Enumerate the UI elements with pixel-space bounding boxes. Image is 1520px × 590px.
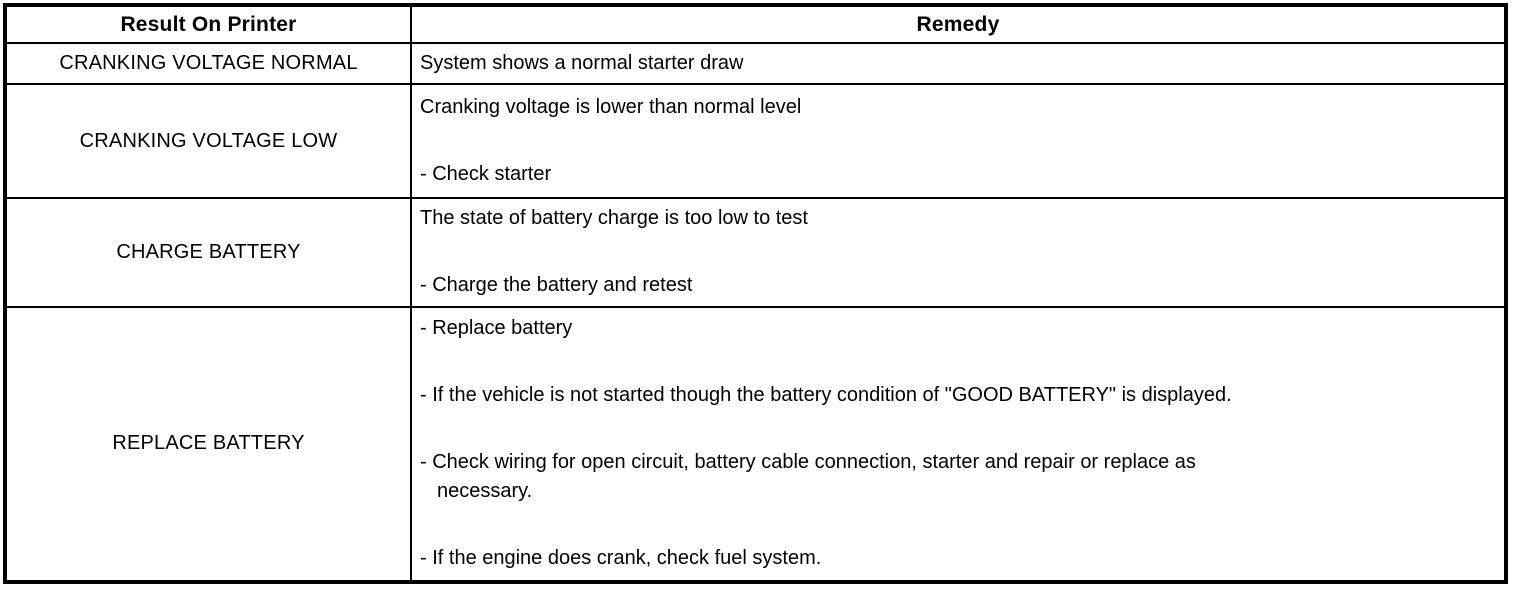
remedy-paragraph: - Replace battery [420, 314, 1494, 343]
table-row: CRANKING VOLTAGE LOW Cranking voltage is… [4, 83, 1507, 199]
table-row: CRANKING VOLTAGE NORMAL System shows a n… [4, 41, 1507, 86]
remedy-line: necessary. [437, 480, 533, 503]
result-cell: CRANKING VOLTAGE LOW [4, 83, 412, 199]
remedy-line: The state of battery charge is too low t… [420, 207, 808, 230]
remedy-line: - Check wiring for open circuit, battery… [420, 451, 1196, 474]
remedy-paragraph: Cranking voltage is lower than normal le… [420, 93, 1494, 122]
remedy-paragraph: - Charge the battery and retest [420, 271, 1494, 300]
remedy-line: - Check starter [420, 163, 552, 186]
remedy-cell: System shows a normal starter draw [410, 41, 1507, 86]
remedy-paragraph: - If the engine does crank, check fuel s… [420, 544, 1494, 573]
remedy-paragraph: - If the vehicle is not started though t… [420, 381, 1494, 410]
remedy-line: - Replace battery [420, 317, 573, 340]
remedy-line: - If the vehicle is not started though t… [420, 384, 1232, 407]
remedy-paragraph: System shows a normal starter draw [420, 49, 1494, 78]
remedy-line: - If the engine does crank, check fuel s… [420, 547, 822, 570]
remedy-cell: Cranking voltage is lower than normal le… [410, 83, 1507, 199]
result-cell: REPLACE BATTERY [4, 305, 412, 584]
remedy-cell: - Replace battery - If the vehicle is not… [410, 305, 1507, 584]
header-row: Result On Printer Remedy [4, 4, 1507, 44]
column-header-result-on-printer: Result On Printer [4, 4, 412, 44]
remedy-line: System shows a normal starter draw [420, 52, 744, 75]
remedy-line: - Charge the battery and retest [420, 274, 693, 297]
battery-test-result-table: Result On Printer Remedy CRANKING VOLTAG… [3, 3, 1508, 584]
remedy-paragraph: The state of battery charge is too low t… [420, 204, 1494, 233]
remedy-line: Cranking voltage is lower than normal le… [420, 96, 802, 119]
result-cell: CHARGE BATTERY [4, 196, 412, 308]
result-cell: CRANKING VOLTAGE NORMAL [4, 41, 412, 86]
column-header-remedy: Remedy [410, 4, 1507, 44]
remedy-paragraph: - Check wiring for open circuit, battery… [420, 448, 1494, 506]
table-row: REPLACE BATTERY - Replace battery - If th… [4, 305, 1507, 584]
remedy-paragraph: - Check starter [420, 160, 1494, 189]
remedy-cell: The state of battery charge is too low t… [410, 196, 1507, 308]
table-row: CHARGE BATTERY The state of battery char… [4, 196, 1507, 308]
